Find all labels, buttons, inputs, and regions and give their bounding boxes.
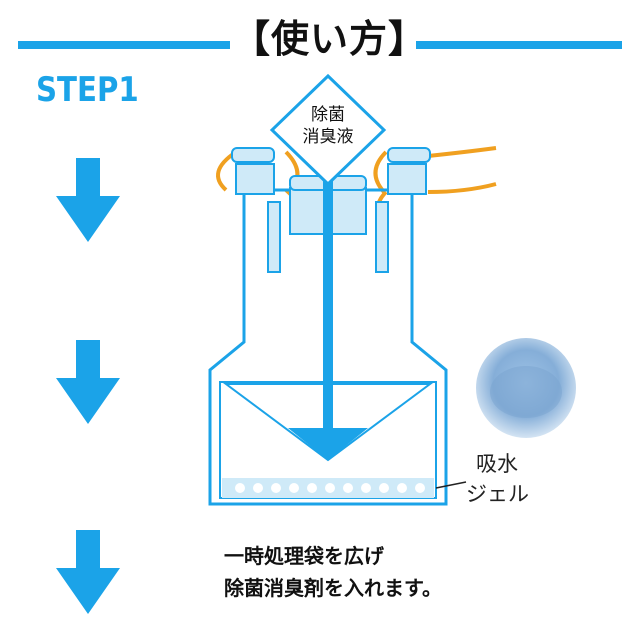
liquid-label-line1: 除菌 [311, 105, 345, 125]
step-label: STEP1 [36, 70, 139, 110]
disposal-bag-diagram: 除菌 消臭液 [208, 73, 497, 506]
title-row: 【使い方】 [0, 10, 640, 62]
page-title: 【使い方】 [232, 17, 428, 61]
liquid-label-line2: 消臭液 [303, 127, 354, 147]
instruction-line1: 一時処理袋を広げ [224, 544, 384, 568]
instructions: 一時処理袋を広げ 除菌消臭剤を入れます。 [224, 540, 442, 604]
down-arrow-icon [56, 340, 120, 424]
gel-label-line1: 吸水 [476, 452, 518, 476]
instruction-line2: 除菌消臭剤を入れます。 [224, 576, 442, 600]
bag-outline [208, 188, 448, 506]
down-arrow-icon [56, 530, 120, 614]
gel-sample-icon [476, 338, 576, 438]
gel-label-line2: ジェル [466, 482, 529, 506]
title-rule-left [18, 41, 230, 49]
title-rule-right [416, 41, 622, 49]
down-arrow-icon [56, 158, 120, 242]
